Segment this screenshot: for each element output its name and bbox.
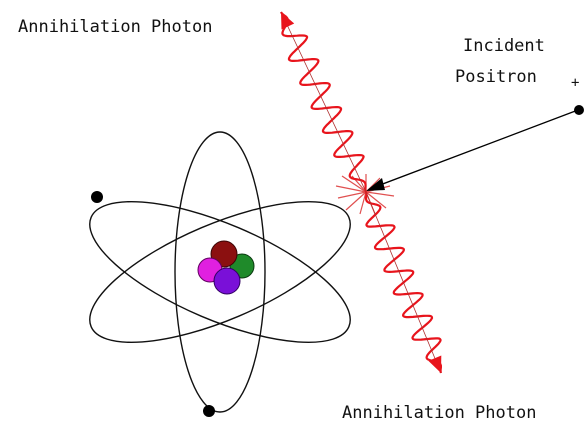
nucleus bbox=[198, 241, 254, 294]
positron-arrowhead bbox=[366, 178, 385, 191]
electron-bottom bbox=[203, 405, 215, 417]
incident-positron-path bbox=[366, 105, 584, 191]
annihilation-flash bbox=[336, 174, 394, 214]
positron-particle bbox=[574, 105, 584, 115]
incident-positron-label-line2: Positron bbox=[455, 67, 537, 87]
electron-left bbox=[91, 191, 103, 203]
photon-wave-up-axis bbox=[281, 12, 366, 192]
atom bbox=[72, 132, 367, 417]
positron-track bbox=[380, 110, 578, 185]
positron-charge-label: + bbox=[571, 73, 579, 93]
nucleon-purple bbox=[214, 268, 240, 294]
photon-label-top: Annihilation Photon bbox=[18, 17, 212, 37]
incident-positron-label-line1: Incident bbox=[463, 36, 545, 56]
photon-label-bottom: Annihilation Photon bbox=[342, 403, 536, 423]
photon-wave-down-axis bbox=[366, 192, 441, 373]
